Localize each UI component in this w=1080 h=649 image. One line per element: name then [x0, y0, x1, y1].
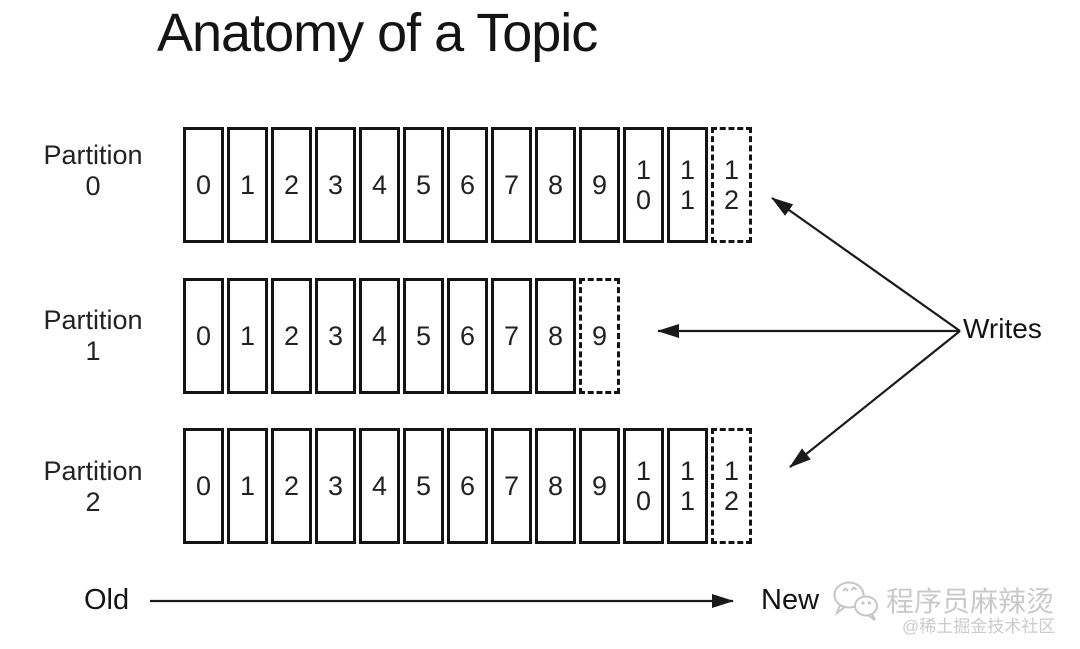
next-write-offset: 9: [591, 321, 608, 351]
log-cell-offset: 10: [635, 456, 652, 516]
partition-label-text: Partition: [43, 305, 143, 335]
writes-label: Writes: [963, 313, 1042, 344]
log-cell-offset: 9: [591, 471, 608, 501]
log-cell-offset: 7: [503, 170, 520, 200]
old-label: Old: [84, 584, 130, 616]
next-write-offset: 12: [723, 456, 740, 516]
partition-label-number: 0: [85, 171, 101, 201]
log-cell: 6: [447, 278, 488, 394]
log-cell-offset: 2: [283, 321, 300, 351]
log-cell: 10: [623, 428, 664, 544]
log-cell-offset: 1: [239, 321, 256, 351]
log-cell-offset: 3: [327, 321, 344, 351]
log-cell-offset: 6: [459, 170, 476, 200]
log-cell: 7: [491, 428, 532, 544]
log-cell-offset: 7: [503, 321, 520, 351]
log-cell: 3: [315, 278, 356, 394]
log-cell: 5: [403, 428, 444, 544]
log-cell-offset: 8: [547, 170, 564, 200]
log-cell: 7: [491, 127, 532, 243]
log-cell: 8: [535, 278, 576, 394]
log-cell: 5: [403, 278, 444, 394]
log-cell-offset: 4: [371, 471, 388, 501]
log-cell-offset: 4: [371, 321, 388, 351]
next-write-offset: 12: [723, 155, 740, 215]
log-cell-offset: 1: [239, 471, 256, 501]
log-cell-offset: 2: [283, 170, 300, 200]
next-write-cell: 9: [579, 278, 620, 394]
log-cell-offset: 2: [283, 471, 300, 501]
log-cell: 2: [271, 278, 312, 394]
log-cell-offset: 3: [327, 170, 344, 200]
log-cell-offset: 5: [415, 321, 432, 351]
partition-label-number: 1: [85, 336, 101, 366]
log-cell: 1: [227, 428, 268, 544]
log-cell: 2: [271, 127, 312, 243]
log-cell-offset: 5: [415, 471, 432, 501]
log-cell: 10: [623, 127, 664, 243]
log-cell: 11: [667, 127, 708, 243]
log-cell: 5: [403, 127, 444, 243]
log-cell: 7: [491, 278, 532, 394]
log-cell: 3: [315, 127, 356, 243]
watermark-name: 程序员麻辣烫: [886, 586, 1055, 617]
diagram-title: Anatomy of a Topic: [157, 3, 598, 63]
log-cell-offset: 9: [591, 170, 608, 200]
log-cell: 0: [183, 428, 224, 544]
log-cell: 6: [447, 428, 488, 544]
watermark: 程序员麻辣烫 @稀土掘金技术社区: [830, 576, 1080, 642]
log-cell: 4: [359, 428, 400, 544]
log-cell-offset: 11: [679, 456, 696, 516]
log-cell-offset: 0: [195, 471, 212, 501]
wechat-icon: [833, 581, 878, 621]
log-cell-offset: 8: [547, 321, 564, 351]
log-cell: 4: [359, 127, 400, 243]
log-cell: 6: [447, 127, 488, 243]
log-cell: 1: [227, 278, 268, 394]
log-cell-offset: 0: [195, 321, 212, 351]
log-cell: 0: [183, 127, 224, 243]
log-cell-offset: 6: [459, 321, 476, 351]
log-cell: 2: [271, 428, 312, 544]
log-cell: 4: [359, 278, 400, 394]
log-cell: 11: [667, 428, 708, 544]
log-cell: 8: [535, 428, 576, 544]
log-cell-offset: 4: [371, 170, 388, 200]
log-cell: 9: [579, 127, 620, 243]
log-cell-offset: 6: [459, 471, 476, 501]
watermark-community: @稀土掘金技术社区: [902, 617, 1056, 636]
next-write-cell: 12: [711, 127, 752, 243]
log-cell-offset: 3: [327, 471, 344, 501]
log-cell-offset: 7: [503, 471, 520, 501]
log-cell-offset: 8: [547, 471, 564, 501]
log-cell: 1: [227, 127, 268, 243]
partition-label-number: 2: [85, 487, 101, 517]
partition-label-text: Partition: [43, 140, 143, 170]
log-cell-offset: 1: [239, 170, 256, 200]
log-cell-offset: 0: [195, 170, 212, 200]
log-cell: 8: [535, 127, 576, 243]
log-cell-offset: 11: [679, 155, 696, 215]
log-cell: 9: [579, 428, 620, 544]
new-label: New: [761, 584, 820, 616]
next-write-cell: 12: [711, 428, 752, 544]
log-cell-offset: 5: [415, 170, 432, 200]
log-cell: 3: [315, 428, 356, 544]
log-cell-offset: 10: [635, 155, 652, 215]
log-cell: 0: [183, 278, 224, 394]
partition-label-text: Partition: [43, 456, 143, 486]
